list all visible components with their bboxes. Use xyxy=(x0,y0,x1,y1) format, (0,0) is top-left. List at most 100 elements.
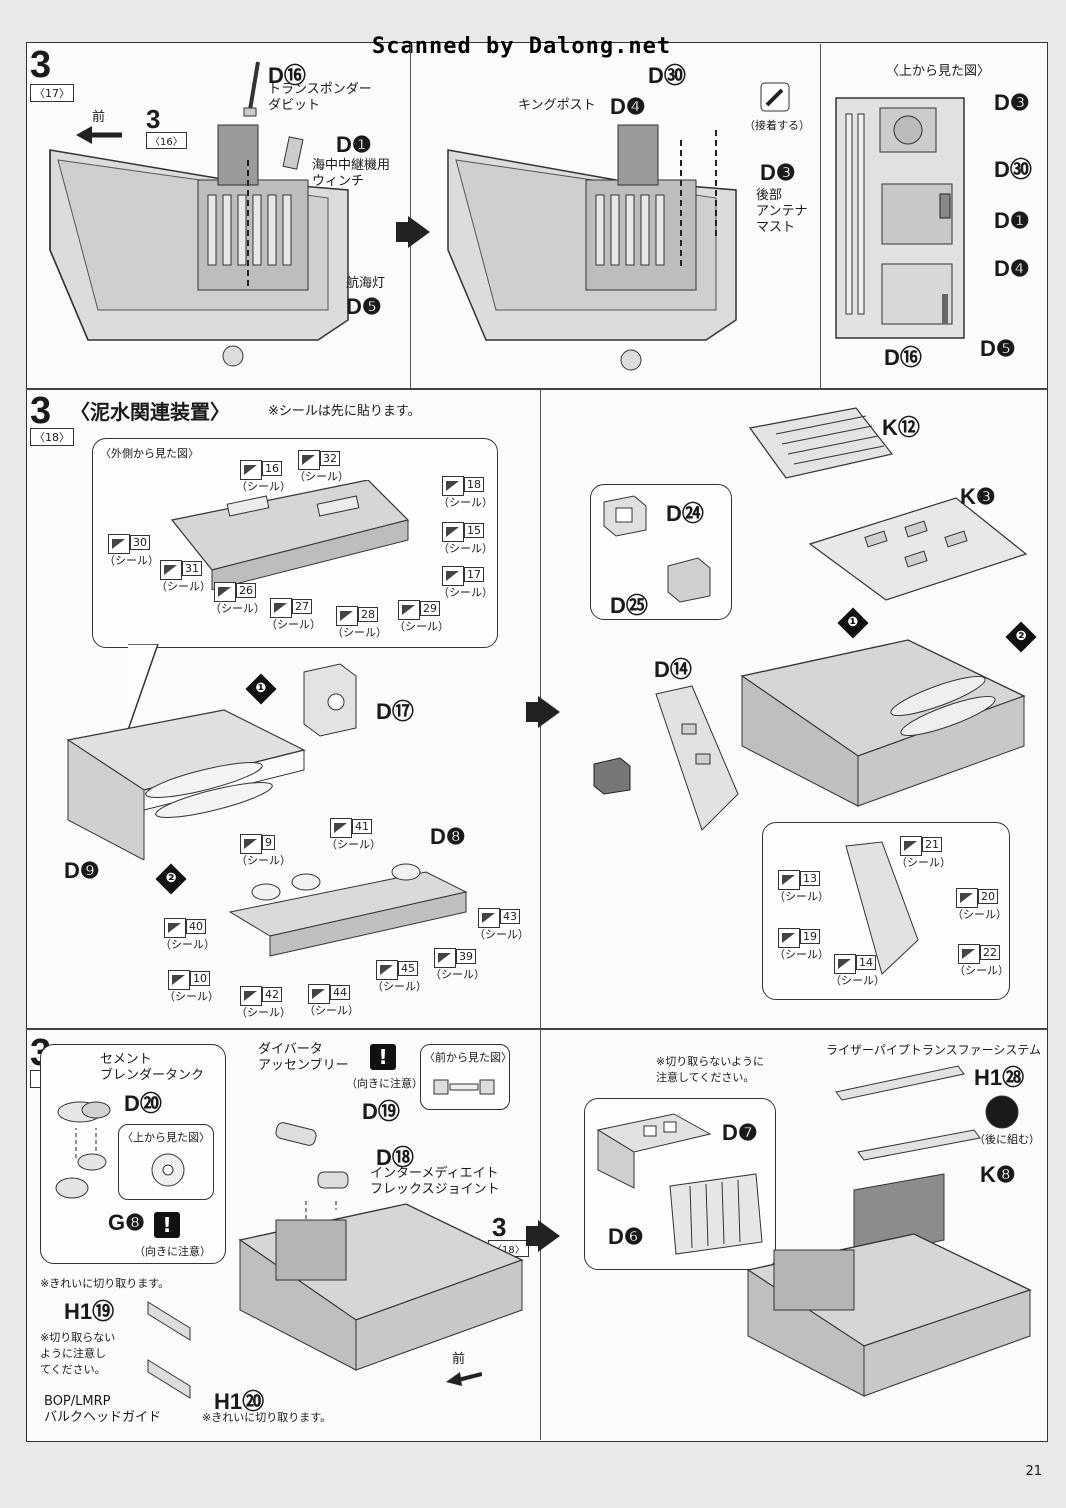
front-view-icon xyxy=(433,1079,495,1095)
col-divider-2 xyxy=(820,44,821,388)
part-d7-illustration xyxy=(596,1113,712,1189)
part-d6: D❻ xyxy=(608,1224,644,1249)
part-h1-20: H1⑳ xyxy=(214,1389,265,1414)
step-number: 3 xyxy=(30,44,52,86)
part-d4: D❹ xyxy=(610,94,646,119)
step-mark-1: ❶ xyxy=(245,673,277,705)
topview-part-d4: D❹ xyxy=(994,256,1030,281)
seal-10: 10（シール） xyxy=(164,970,219,1003)
part-h1-19-illustration xyxy=(147,1301,191,1341)
step-ref: 〈17〉 xyxy=(30,84,74,102)
part-k3-illustration xyxy=(808,497,1028,601)
seal-29: 29（シール） xyxy=(394,600,449,633)
later-assembly-icon xyxy=(985,1095,1019,1129)
step-flow-arrow xyxy=(396,222,408,242)
ship-hull-illustration-left xyxy=(49,124,349,367)
step-mark-1: ❶ xyxy=(837,607,869,639)
seal-9: 9（シール） xyxy=(236,834,291,867)
seal-42: 42（シール） xyxy=(236,986,291,1019)
part-d8: D❽ xyxy=(430,824,466,849)
riser-label: ライザーパイプトランスファーシステム xyxy=(826,1043,1042,1057)
step-ref: 〈18〉 xyxy=(30,428,74,446)
step-flow-arrow xyxy=(526,702,538,722)
part-d1-label: 海中中継機用 ウィンチ xyxy=(312,158,391,189)
seal-41: 41（シール） xyxy=(326,818,381,851)
d9-assembly-illustration xyxy=(66,709,306,860)
seal-16: 16（シール） xyxy=(236,460,291,493)
topview-part-d5: D❺ xyxy=(980,336,1016,361)
orient-note: （向きに注意） xyxy=(134,1245,211,1258)
row-divider-2 xyxy=(26,1028,1048,1030)
ship-hull-illustration-middle xyxy=(447,124,737,371)
topview-part-d16: D⑯ xyxy=(884,345,922,370)
seal-32: 32（シール） xyxy=(294,450,349,483)
part-d18-illustration xyxy=(317,1171,349,1189)
caution-icon: ! xyxy=(370,1044,396,1070)
part-k8: K❽ xyxy=(980,1162,1016,1187)
topview-part-d30: D㉚ xyxy=(994,157,1032,182)
d8-assembly-illustration xyxy=(228,863,468,957)
part-d20: D⑳ xyxy=(124,1091,162,1116)
part-d16-pin-icon xyxy=(243,61,260,117)
diverter-orient-note: （向きに注意） xyxy=(346,1077,423,1090)
forward-arrow-icon xyxy=(76,126,122,144)
part-d1-winch-icon xyxy=(282,136,304,170)
clean-cut-note: ※きれいに切り取ります。 xyxy=(40,1277,170,1290)
step-flow-arrow-head xyxy=(538,696,560,728)
part-d19: D⑲ xyxy=(362,1099,400,1124)
part-h1-20-illustration xyxy=(147,1359,191,1399)
part-d19-illustration xyxy=(275,1122,317,1146)
seal-19: 19（シール） xyxy=(774,928,829,961)
topview-part-d3: D❸ xyxy=(994,90,1030,115)
part-d6-illustration xyxy=(669,1173,763,1255)
part-d17-illustration xyxy=(303,663,357,737)
forward-arrow-icon xyxy=(446,1372,482,1386)
seal-21: 21（シール） xyxy=(896,836,951,869)
seal-note: ※シールは先に貼ります。 xyxy=(268,404,421,419)
seal-17: 17（シール） xyxy=(438,566,493,599)
no-cut-note: ※切り取らない ように注意し てください。 xyxy=(40,1331,116,1376)
step19-base-assembly-illustration xyxy=(238,1200,524,1371)
callout-pointer xyxy=(127,644,159,731)
seal-22: 22（シール） xyxy=(954,944,1009,977)
sub-step-number: 3 xyxy=(146,104,161,134)
topview-title: 〈上から見た図〉 xyxy=(886,64,991,79)
topview-part-d1: D❶ xyxy=(994,208,1030,233)
part-h1-19: H1⑲ xyxy=(64,1299,115,1324)
part-d9: D❾ xyxy=(64,858,100,883)
seal-40: 40（シール） xyxy=(160,918,215,951)
seal-43: 43（シール） xyxy=(474,908,529,941)
glue-brush-icon xyxy=(760,82,790,112)
seal-14: 14（シール） xyxy=(830,954,885,987)
seal-31: 31（シール） xyxy=(156,560,211,593)
part-d3-label: 後部 アンテナ マスト xyxy=(756,188,808,235)
part-d14-illustration xyxy=(655,685,739,831)
front-view-box xyxy=(420,1044,510,1110)
part-d16: D⑯ xyxy=(268,63,306,88)
seal-13: 13（シール） xyxy=(774,870,829,903)
forward-label: 前 xyxy=(92,110,106,125)
row-divider-1 xyxy=(26,388,1048,390)
bop-label: BOP/LMRP バルクヘッドガイド xyxy=(44,1394,162,1425)
scanner-credit: Scanned by Dalong.net xyxy=(372,34,672,59)
step18-base-assembly-illustration xyxy=(740,639,1026,807)
sub-step-number: 3 xyxy=(492,1212,507,1242)
part-k3: K❸ xyxy=(960,484,996,509)
part-d5: D❺ xyxy=(346,294,382,319)
part-d24: D㉔ xyxy=(666,501,704,526)
part-h1-28: H1㉘ xyxy=(974,1065,1025,1090)
seal-18: 18（シール） xyxy=(438,476,493,509)
caution-icon: ! xyxy=(154,1212,180,1238)
part-d3: D❸ xyxy=(760,160,796,185)
diverter-label: ダイバータ アッセンブリー xyxy=(258,1042,349,1073)
sub-step-ref: 〈16〉 xyxy=(146,132,187,149)
part-d18: D⑱ xyxy=(376,1145,414,1170)
part-d4-label: キングポスト xyxy=(518,98,596,113)
seal-28: 28（シール） xyxy=(332,606,387,639)
seal-15: 15（シール） xyxy=(438,522,493,555)
front-view-label: 〈前から見た図〉 xyxy=(424,1051,512,1064)
part-d24-illustration xyxy=(603,495,647,537)
seal-26: 26（シール） xyxy=(210,582,265,615)
seal-45: 45（シール） xyxy=(372,960,427,993)
part-d7: D❼ xyxy=(722,1120,758,1145)
